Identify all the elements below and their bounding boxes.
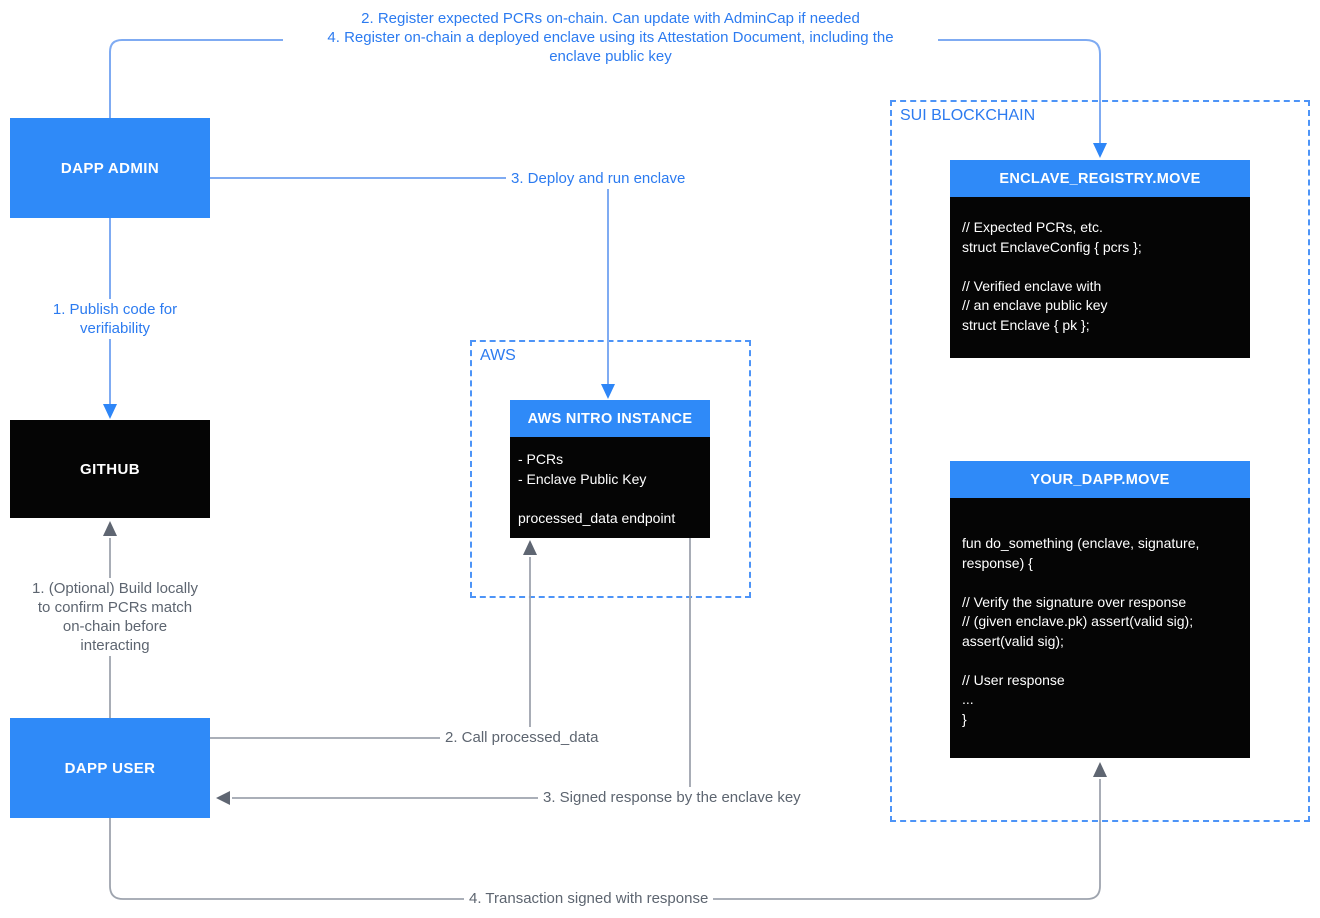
node-github: GITHUB xyxy=(10,420,210,518)
sui-blockchain-group-label: SUI BLOCKCHAIN xyxy=(900,107,1036,124)
edge-label-publish: 1. Publish code for verifiability xyxy=(30,299,200,339)
node-dapp-user: DAPP USER xyxy=(10,718,210,818)
arrowhead-into-enclave-registry xyxy=(1093,143,1107,158)
your-dapp-title: YOUR_DAPP.MOVE xyxy=(950,461,1250,498)
arrowhead-call-into-aws-nitro xyxy=(523,540,537,555)
aws-nitro-body: - PCRs - Enclave Public Key processed_da… xyxy=(510,437,710,538)
arrowhead-signed-into-dapp-user xyxy=(216,791,230,805)
edge-label-deploy: 3. Deploy and run enclave xyxy=(506,168,691,189)
enclave-registry-title: ENCLAVE_REGISTRY.MOVE xyxy=(950,160,1250,197)
edge-label-register-line2: 4. Register on-chain a deployed enclave … xyxy=(327,29,894,46)
dapp-admin-label: DAPP ADMIN xyxy=(60,159,160,177)
node-your-dapp: YOUR_DAPP.MOVE fun do_something (enclave… xyxy=(950,461,1250,758)
edge-deploy-path xyxy=(210,177,609,386)
edge-call-path xyxy=(210,557,531,739)
edge-label-signed: 3. Signed response by the enclave key xyxy=(538,787,806,808)
aws-group-box: AWS xyxy=(470,340,751,598)
node-aws-nitro-instance: AWS NITRO INSTANCE - PCRs - Enclave Publ… xyxy=(510,400,710,538)
aws-nitro-title: AWS NITRO INSTANCE xyxy=(510,400,710,437)
node-dapp-admin: DAPP ADMIN xyxy=(10,118,210,218)
arrowhead-transaction-into-your-dapp xyxy=(1093,762,1107,777)
edge-label-call: 2. Call processed_data xyxy=(440,727,604,748)
edge-label-register-line3: enclave public key xyxy=(549,48,672,65)
arrowhead-into-github xyxy=(103,404,117,419)
aws-group-label: AWS xyxy=(480,347,516,364)
your-dapp-body: fun do_something (enclave, signature, re… xyxy=(950,498,1250,758)
edge-label-transaction: 4. Transaction signed with response xyxy=(464,888,714,909)
arrowhead-build-into-github xyxy=(103,521,117,536)
edge-label-register-line1: 2. Register expected PCRs on-chain. Can … xyxy=(361,10,860,27)
edge-label-register: 2. Register expected PCRs on-chain. Can … xyxy=(283,8,938,67)
arrowhead-into-aws-nitro xyxy=(601,384,615,399)
dapp-user-label: DAPP USER xyxy=(64,759,156,777)
edge-signed-path xyxy=(232,538,691,799)
node-enclave-registry: ENCLAVE_REGISTRY.MOVE // Expected PCRs, … xyxy=(950,160,1250,358)
enclave-registry-body: // Expected PCRs, etc. struct EnclaveCon… xyxy=(950,197,1250,358)
edge-label-build: 1. (Optional) Build locally to confirm P… xyxy=(24,578,206,656)
github-label: GITHUB xyxy=(80,460,140,478)
